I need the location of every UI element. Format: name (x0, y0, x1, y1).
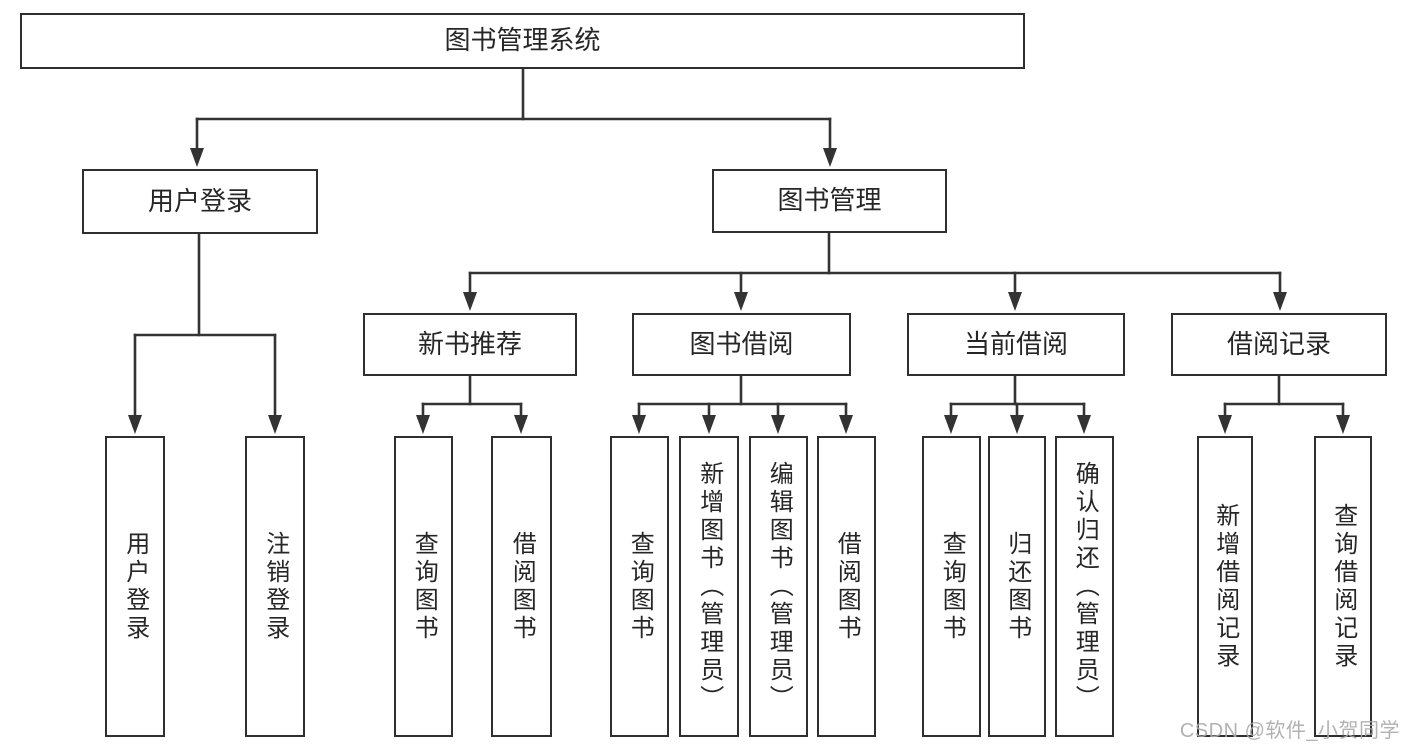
connector-current-to-leaves-arrowhead (944, 415, 958, 434)
connector-bookmgmt-to-level2-arrowhead (463, 292, 477, 311)
watermark: CSDN @软件_小贺同学 (1179, 720, 1400, 742)
node-user-login: 用户登录 (82, 169, 318, 234)
connector-records-to-leaves-arrowhead (1336, 415, 1350, 434)
connector-userlogin-to-leaves-arrowhead (128, 415, 142, 434)
node-borrowing-records: 借阅记录 (1171, 313, 1387, 376)
connector-recommend-to-leaves-arrowhead (416, 415, 430, 434)
connector-root-to-level1-arrowhead (823, 148, 837, 167)
connector-records-to-leaves-arrowhead (1218, 415, 1232, 434)
leaf-borrowing-borrow-books: 借阅图书 (817, 436, 876, 737)
connector-borrowing-to-leaves-arrowhead (839, 415, 853, 434)
leaf-borrowing-query-books: 查询图书 (610, 436, 669, 737)
leaf-recommend-borrow-books: 借阅图书 (491, 436, 552, 737)
connector-root-to-level1-arrowhead (190, 148, 204, 167)
node-current-borrowing: 当前借阅 (907, 313, 1125, 376)
leaf-recommend-query-books: 查询图书 (394, 436, 453, 737)
node-book-borrowing: 图书借阅 (632, 313, 851, 376)
connector-recommend-to-leaves-arrowhead (514, 415, 528, 434)
leaf-records-add-record: 新增借阅记录 (1197, 436, 1253, 737)
connector-current-to-leaves-arrowhead (1077, 415, 1091, 434)
leaf-current-query-books: 查询图书 (922, 436, 981, 737)
leaf-logout: 注销登录 (245, 436, 305, 737)
connector-bookmgmt-to-level2-arrowhead (1008, 292, 1022, 311)
connector-bookmgmt-to-level2-arrowhead (734, 292, 748, 311)
leaf-records-query-record: 查询借阅记录 (1314, 436, 1372, 737)
connector-borrowing-to-leaves-arrowhead (632, 415, 646, 434)
leaf-borrowing-edit-books-admin: 编辑图书（管理员） (749, 436, 808, 737)
leaf-current-return-books: 归还图书 (988, 436, 1046, 737)
leaf-borrowing-add-books-admin: 新增图书（管理员） (679, 436, 739, 737)
connector-borrowing-to-leaves-arrowhead (771, 415, 785, 434)
connector-bookmgmt-to-level2-arrowhead (1273, 292, 1287, 311)
node-library-system: 图书管理系统 (20, 13, 1025, 69)
node-book-management: 图书管理 (712, 169, 947, 233)
leaf-current-confirm-return-admin: 确认归还（管理员） (1055, 436, 1114, 737)
connector-borrowing-to-leaves-arrowhead (702, 415, 716, 434)
node-new-book-recommend: 新书推荐 (363, 313, 577, 376)
connector-userlogin-to-leaves-arrowhead (268, 415, 282, 434)
leaf-user-login: 用户登录 (105, 436, 165, 737)
connector-current-to-leaves-arrowhead (1010, 415, 1024, 434)
